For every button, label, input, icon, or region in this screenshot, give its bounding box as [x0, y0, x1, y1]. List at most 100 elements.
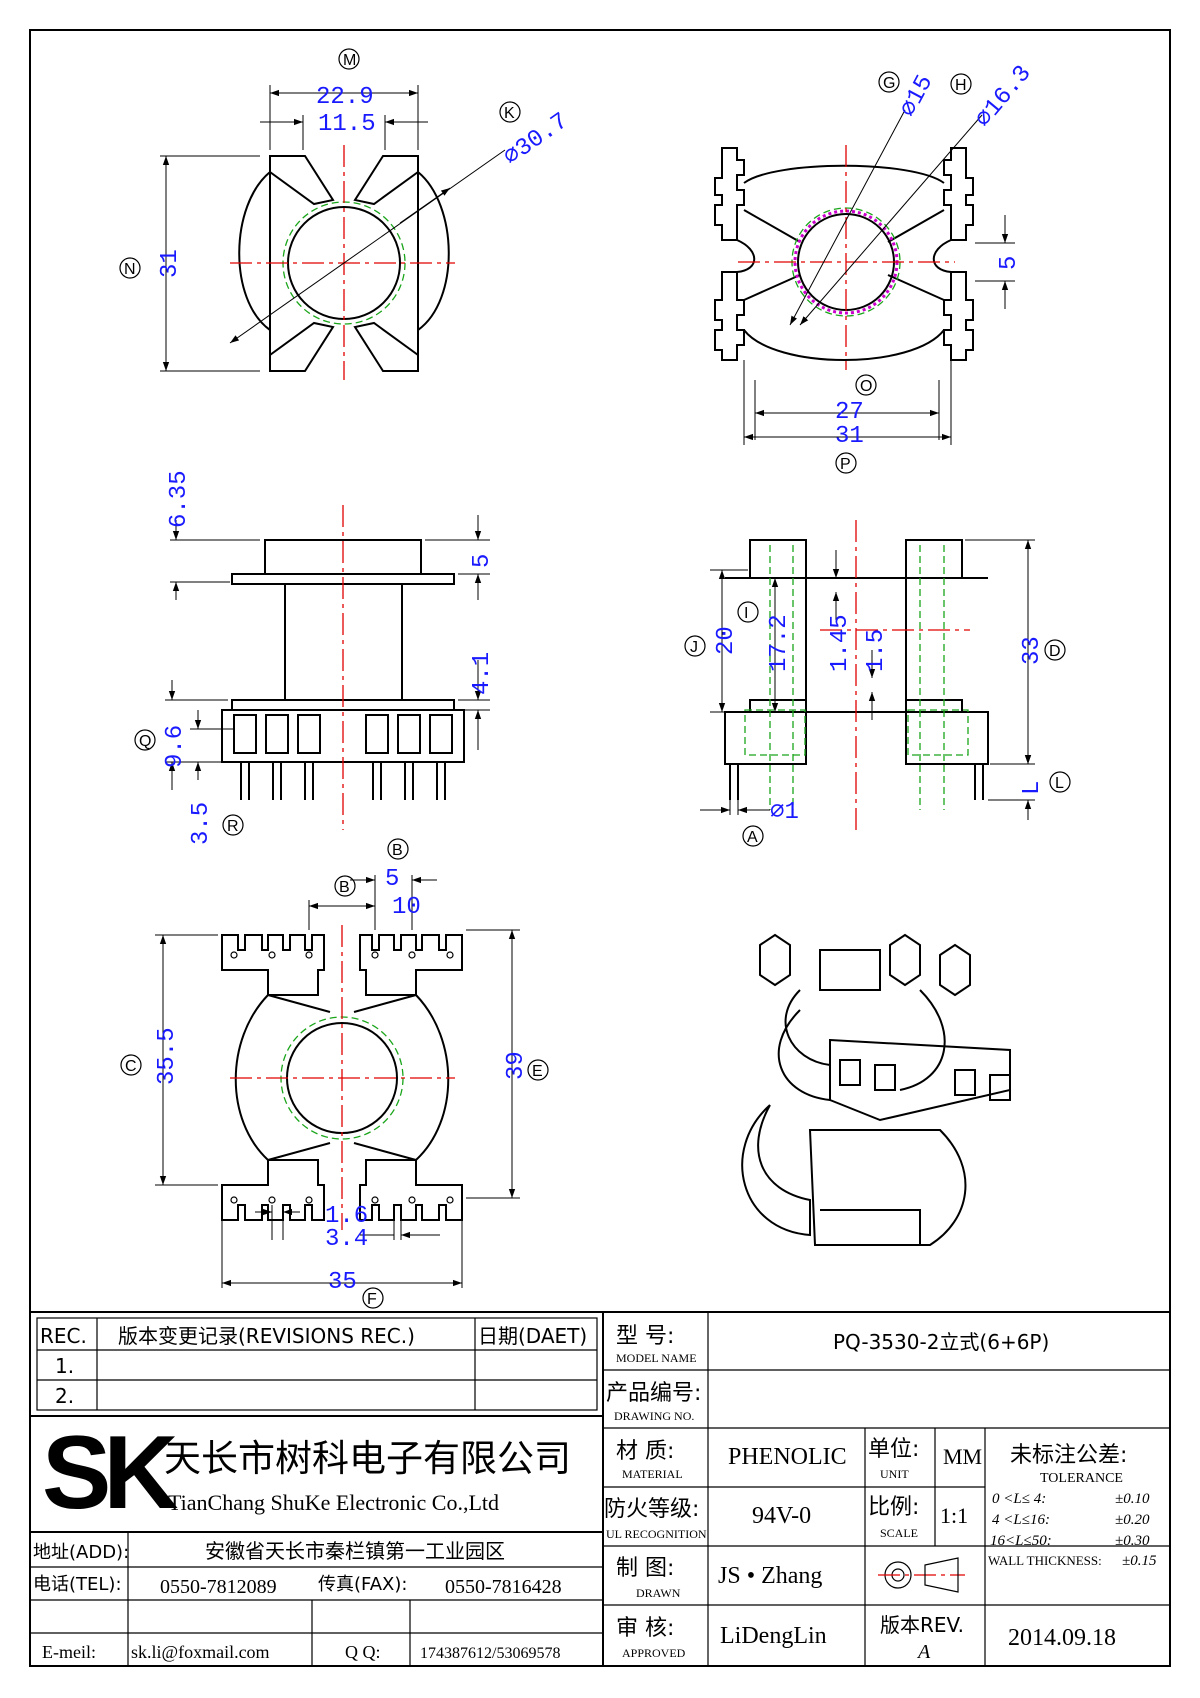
label-i: I	[744, 605, 748, 622]
rev-col-content: 版本变更记录(REVISIONS REC.)	[118, 1324, 415, 1348]
address-label: 地址(ADD):	[33, 1542, 129, 1563]
fax-label: 传真(FAX):	[318, 1574, 407, 1595]
dim-3-4: 3.4	[325, 1226, 368, 1253]
company-block: SK 天长市树科电子有限公司 TianChang ShuKe Electroni…	[42, 1415, 571, 1531]
dim-33: 33	[1019, 636, 1046, 665]
fire-label-cn: 防火等级:	[604, 1497, 699, 1522]
title-block: REC. 版本变更记录(REVISIONS REC.) 日期(DAET) 1. …	[30, 1311, 1170, 1666]
fax-value: 0550-7816428	[445, 1576, 562, 1598]
rev-row-2: 2.	[55, 1384, 74, 1408]
label-a: A	[747, 829, 758, 846]
qq-value: 174387612/53069578	[420, 1645, 560, 1662]
label-d: D	[1049, 643, 1061, 660]
email-value: sk.li@foxmail.com	[131, 1642, 270, 1662]
drawn-value: JS • Zhang	[718, 1563, 822, 1589]
approved-label-en: APPROVED	[622, 1646, 686, 1660]
dim-27: 27	[835, 399, 864, 426]
dim-d1: ⌀1	[770, 799, 799, 826]
drawing-no-label-en: DRAWING NO.	[614, 1409, 694, 1423]
view-bottom-left: 5 B 10 B 35.5 C 39 E 1.6 3.4 35 F	[120, 838, 549, 1309]
tolerance-value-2: ±0.20	[1115, 1512, 1150, 1528]
label-e: E	[532, 1063, 543, 1080]
label-g: G	[883, 75, 895, 92]
revision-table: REC. 版本变更记录(REVISIONS REC.) 日期(DAET) 1. …	[36, 1317, 598, 1411]
fire-label-en: UL RECOGNITION	[606, 1527, 707, 1541]
label-c: C	[125, 1058, 137, 1075]
rev-col-rec: REC.	[40, 1324, 87, 1348]
dim-10: 10	[392, 894, 421, 921]
label-r: R	[227, 818, 239, 835]
projection-symbol-icon	[878, 1557, 965, 1593]
view-side-right: 20 J 17.2 I 1.45 1.5 33 D L L ⌀1 A	[684, 520, 1071, 847]
dim-35-5: 35.5	[154, 1027, 181, 1085]
label-k: K	[504, 105, 515, 122]
dim-5-flange: 5	[469, 554, 496, 568]
rev-label: 版本REV.	[880, 1613, 964, 1637]
drawn-label-cn: 制 图:	[616, 1556, 674, 1581]
tolerance-value-3: ±0.30	[1115, 1533, 1150, 1549]
label-p: P	[840, 456, 851, 473]
tolerance-range-3: 16<L≤50:	[990, 1533, 1052, 1549]
dim-6-35: 6.35	[166, 470, 193, 528]
approved-label-cn: 审 核:	[616, 1616, 674, 1641]
label-q: Q	[139, 733, 151, 750]
dim-11-5: 11.5	[318, 111, 376, 138]
label-b1: B	[392, 842, 403, 859]
scale-value: 1:1	[940, 1503, 968, 1528]
tolerance-value-1: ±0.10	[1115, 1491, 1150, 1507]
tolerance-range-4: WALL THICKNESS:	[988, 1553, 1102, 1568]
label-n: N	[124, 261, 136, 278]
view-top-right: 27 31 O P 5 ⌀15 G ⌀16.3 H	[714, 61, 1037, 474]
dim-3-5: 3.5	[188, 802, 215, 845]
label-m: M	[343, 52, 356, 69]
label-h: H	[955, 77, 967, 94]
rev-row-1: 1.	[55, 1354, 74, 1378]
company-name-cn: 天长市树科电子有限公司	[164, 1437, 571, 1480]
material-label-cn: 材 质:	[616, 1439, 674, 1464]
tolerance-range-1: 0 <L≤ 4:	[992, 1491, 1046, 1507]
label-j: J	[690, 639, 698, 656]
company-name-en: TianChang ShuKe Electronic Co.,Ltd	[168, 1490, 499, 1515]
model-label-en: MODEL NAME	[616, 1351, 697, 1365]
rev-col-date: 日期(DAET)	[478, 1324, 587, 1348]
model-value: PQ-3530-2立式(6+6P)	[833, 1330, 1049, 1354]
dim-1-5: 1.5	[863, 629, 890, 672]
view-isometric	[741, 933, 1011, 1246]
unit-label-cn: 单位:	[868, 1437, 919, 1462]
unit-value: MM	[943, 1444, 982, 1469]
dim-17-2: 17.2	[766, 614, 793, 672]
tolerance-title-cn: 未标注公差:	[1010, 1443, 1127, 1468]
dim-5-gap: 5	[996, 256, 1023, 270]
unit-label-en: UNIT	[880, 1467, 909, 1481]
dim-35: 35	[328, 1269, 357, 1296]
scale-label-en: SCALE	[880, 1526, 918, 1540]
sheet-border	[29, 29, 1171, 1667]
label-o: O	[860, 378, 872, 395]
label-f: F	[367, 1291, 377, 1308]
address-value: 安徽省天长市秦栏镇第一工业园区	[205, 1539, 505, 1563]
dim-d16-3: ⌀16.3	[970, 61, 1037, 134]
dim-d15: ⌀15	[895, 71, 939, 122]
dim-1-45: 1.45	[827, 614, 854, 672]
dim-39: 39	[503, 1051, 530, 1080]
label-l: L	[1055, 775, 1064, 792]
rev-value: A	[916, 1641, 931, 1663]
date-value: 2014.09.18	[1008, 1625, 1116, 1651]
approved-value: LiDengLin	[720, 1623, 827, 1649]
left-pins	[233, 714, 453, 800]
tolerance-title-en: TOLERANCE	[1040, 1471, 1123, 1486]
view-top-left: 22.9 11.5 M 31 N ⌀30.7 K	[119, 48, 574, 380]
dim-4-1: 4.1	[469, 652, 496, 695]
tolerance-range-2: 4 <L≤16:	[992, 1512, 1050, 1528]
tel-label: 电话(TEL):	[33, 1574, 122, 1595]
model-label-cn: 型 号:	[616, 1324, 674, 1349]
dim-1-6: 1.6	[325, 1203, 368, 1230]
dim-31-left: 31	[157, 249, 184, 278]
drawn-label-en: DRAWN	[636, 1586, 681, 1600]
dim-31-right: 31	[835, 423, 864, 450]
material-value: PHENOLIC	[728, 1444, 847, 1470]
drawing-no-label-cn: 产品编号:	[606, 1381, 701, 1406]
dim-20: 20	[713, 626, 740, 655]
dim-l: L	[1019, 781, 1046, 795]
